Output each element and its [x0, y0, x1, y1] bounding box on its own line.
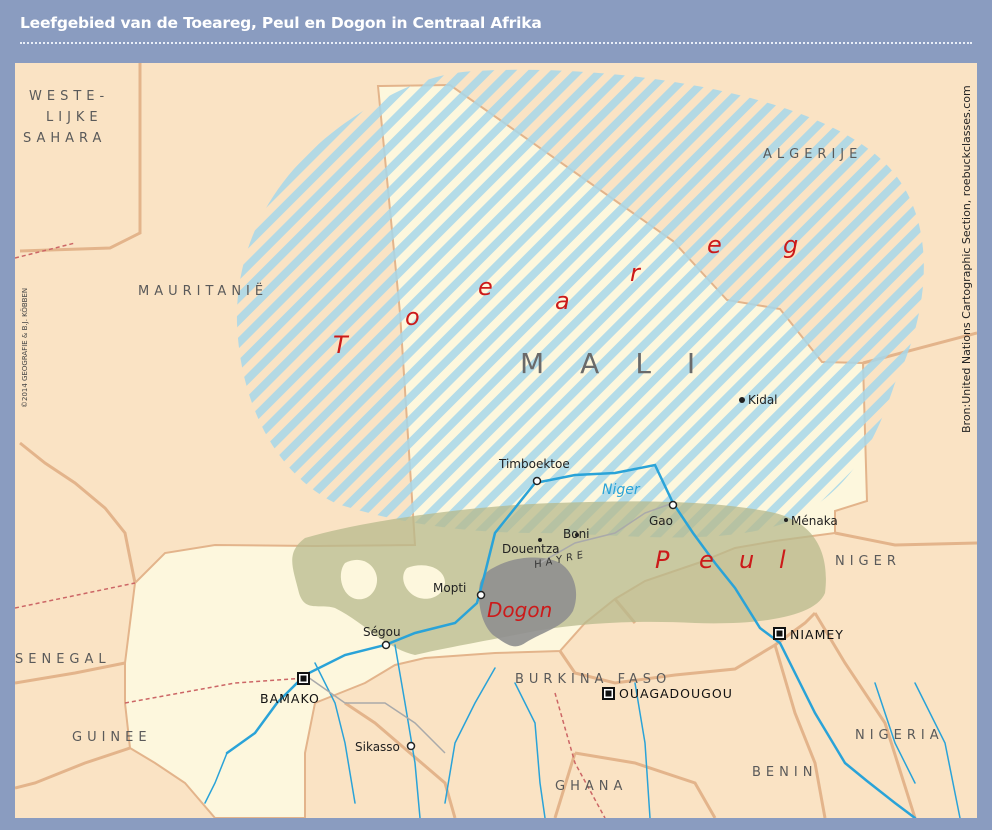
map-title: Leefgebied van de Toeareg, Peul en Dogon…: [20, 14, 542, 32]
toeareg-letter-5: r: [630, 259, 642, 287]
peul-gap-2: [403, 565, 445, 599]
source-credit: Bron:United Nations Cartographic Section…: [960, 85, 973, 433]
peul-letter-2: e: [699, 546, 714, 574]
city-dot-mopti: [476, 590, 486, 600]
label-dogon: Dogon: [487, 598, 552, 622]
toeareg-letter-2: o: [405, 303, 420, 331]
title-divider: [20, 42, 972, 44]
city-labels: Kidal Timboektoe Gao Ménaka Boni Douentz…: [260, 393, 844, 754]
city-dot-sikasso: [406, 741, 416, 751]
copyright-credit: ©2014 GEOGRAFIE & B.J. KÖBBEN: [20, 288, 29, 408]
label-guinee: GUINEE: [72, 730, 152, 745]
label-niger-river: Niger: [602, 482, 641, 498]
country-borders: [15, 63, 977, 818]
label-boni: Boni: [563, 527, 590, 541]
toeareg-letter-6: e: [707, 231, 722, 259]
label-niamey: NIAMEY: [790, 627, 844, 642]
people-labels: T o e a r e g P e u l Dogon: [333, 231, 798, 622]
toeareg-zone: [236, 69, 924, 538]
label-ouagadougou: OUAGADOUGOU: [619, 686, 733, 701]
country-labels: WESTE- LIJKE SAHARA ALGERIJE MAURITANIË …: [15, 89, 944, 794]
label-niger: NIGER: [835, 554, 901, 569]
label-burkina-faso: BURKINA FASO: [515, 672, 671, 687]
rivers: [204, 463, 961, 818]
capital-markers: [297, 627, 786, 700]
label-kidal: Kidal: [748, 393, 778, 407]
label-bamako: BAMAKO: [260, 691, 320, 706]
label-westelijke-sahara-3: SAHARA: [23, 131, 106, 146]
label-westelijke-sahara-2: LIJKE: [46, 110, 103, 125]
label-mauritanie: MAURITANIË: [138, 283, 268, 299]
toeareg-letter-7: g: [783, 231, 798, 259]
toeareg-letter-1: T: [333, 331, 350, 359]
dogon-zone: [478, 557, 577, 647]
label-westelijke-sahara-1: WESTE-: [29, 89, 109, 104]
label-douentza: Douentza: [502, 542, 560, 556]
map-svg: WESTE- LIJKE SAHARA ALGERIJE MAURITANIË …: [15, 63, 977, 818]
label-benin: BENIN: [752, 765, 817, 780]
label-segou: Ségou: [363, 625, 401, 639]
city-dot-douentza: [538, 538, 542, 542]
label-mopti: Mopti: [433, 581, 466, 595]
label-mali: MALI: [520, 347, 731, 380]
city-dot-menaka: [784, 518, 788, 522]
label-algerije: ALGERIJE: [763, 147, 862, 162]
map-canvas: WESTE- LIJKE SAHARA ALGERIJE MAURITANIË …: [15, 63, 977, 818]
label-menaka: Ménaka: [791, 514, 838, 528]
peul-letter-1: P: [655, 546, 670, 574]
city-dot-timboektoe: [532, 476, 542, 486]
peul-gap-1: [340, 559, 378, 600]
city-dot-segou: [381, 640, 391, 650]
city-dot-kidal: [739, 397, 745, 403]
label-gao: Gao: [649, 514, 673, 528]
label-timboektoe: Timboektoe: [498, 457, 570, 471]
peul-letter-3: u: [739, 546, 754, 574]
label-sikasso: Sikasso: [355, 740, 400, 754]
toeareg-letter-3: e: [478, 273, 493, 301]
toeareg-letter-4: a: [555, 287, 570, 315]
label-senegal: SENEGAL: [15, 652, 111, 667]
roads: [304, 502, 674, 754]
city-dot-gao: [668, 500, 678, 510]
railways: [15, 242, 606, 818]
city-markers: [381, 397, 788, 751]
label-nigeria: NIGERIA: [855, 728, 944, 743]
peul-letter-4: l: [779, 546, 786, 574]
city-dot-boni: [575, 533, 579, 537]
label-ghana: GHANA: [555, 779, 627, 794]
